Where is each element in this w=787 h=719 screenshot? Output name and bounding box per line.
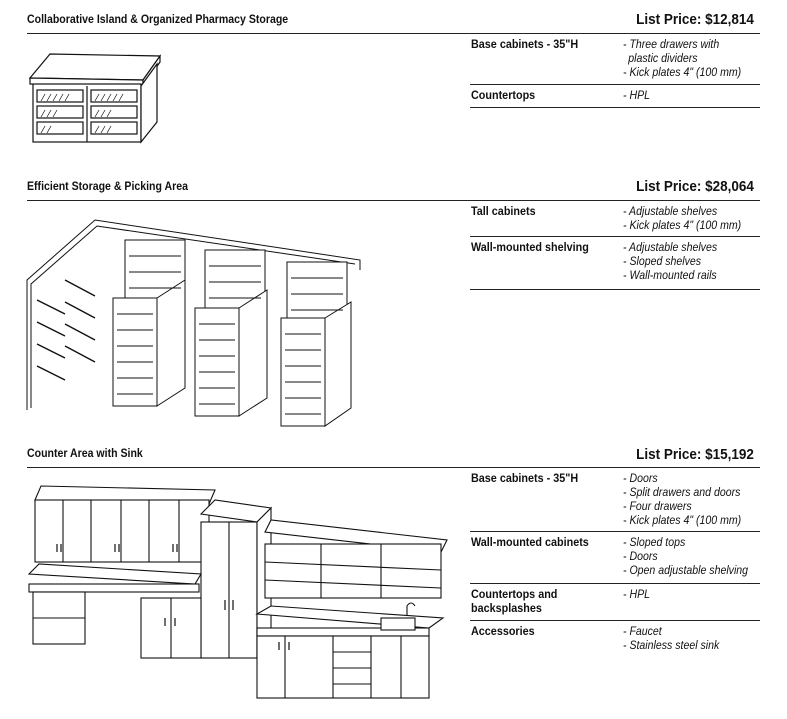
spec-item: - Doors (623, 471, 658, 485)
spec-table: Base cabinets - 35"H - Doors - Split dra… (470, 468, 760, 657)
section-title: Collaborative Island & Organized Pharmac… (27, 12, 289, 26)
spec-item: - Three drawers with (623, 37, 720, 51)
spec-table: Base cabinets - 35"H - Three drawers wit… (470, 34, 760, 108)
shelving-illustration (25, 210, 365, 430)
spec-label: Wall-mounted cabinets (471, 535, 589, 549)
spec-item: - Kick plates 4" (100 mm) (623, 218, 742, 232)
spec-row: Countertops and backsplashes - HPL (470, 584, 760, 621)
spec-item: plastic dividers (628, 51, 698, 65)
spec-row: Accessories - Faucet - Stainless steel s… (470, 621, 760, 657)
section-title: Efficient Storage & Picking Area (27, 179, 188, 193)
list-price: List Price: $28,064 (636, 178, 754, 195)
spec-label: Base cabinets - 35"H (471, 471, 579, 485)
island-cabinet-illustration (25, 50, 165, 150)
spec-item: - Split drawers and doors (623, 485, 741, 499)
spec-row: Base cabinets - 35"H - Three drawers wit… (470, 34, 760, 85)
spec-label: Countertops and backsplashes (471, 587, 558, 615)
spec-item: - Kick plates 4" (100 mm) (623, 65, 742, 79)
divider (27, 33, 760, 34)
spec-row: Base cabinets - 35"H - Doors - Split dra… (470, 468, 760, 532)
spec-item: - Doors (623, 549, 658, 563)
spec-label: Wall-mounted shelving (471, 240, 589, 254)
spec-item: - Sloped shelves (623, 254, 702, 268)
spec-item: - Stainless steel sink (623, 638, 720, 652)
section-title: Counter Area with Sink (27, 446, 143, 460)
spec-label: Base cabinets - 35"H (471, 37, 579, 51)
spec-item: - Adjustable shelves (623, 240, 718, 254)
spec-item: - Wall-mounted rails (623, 268, 717, 282)
spec-item: - Sloped tops (623, 535, 686, 549)
spec-row: Tall cabinets - Adjustable shelves - Kic… (470, 201, 760, 237)
spec-label: Accessories (471, 624, 535, 638)
spec-row: Countertops - HPL (470, 85, 760, 108)
list-price: List Price: $15,192 (636, 446, 754, 463)
divider (27, 467, 760, 468)
spec-item: - HPL (623, 88, 651, 102)
spec-item: - Four drawers (623, 499, 692, 513)
spec-item: - Faucet (623, 624, 662, 638)
spec-item: - Open adjustable shelving (623, 563, 749, 577)
counter-sink-illustration (25, 478, 455, 703)
spec-label: Tall cabinets (471, 204, 536, 218)
spec-label: Countertops (471, 88, 536, 102)
spec-item: - Kick plates 4" (100 mm) (623, 513, 742, 527)
list-price: List Price: $12,814 (636, 11, 754, 28)
spec-row: Wall-mounted cabinets - Sloped tops - Do… (470, 532, 760, 584)
spec-row: Wall-mounted shelving - Adjustable shelv… (470, 237, 760, 290)
divider (27, 200, 760, 201)
spec-table: Tall cabinets - Adjustable shelves - Kic… (470, 201, 760, 290)
spec-item: - HPL (623, 587, 651, 601)
spec-item: - Adjustable shelves (623, 204, 718, 218)
